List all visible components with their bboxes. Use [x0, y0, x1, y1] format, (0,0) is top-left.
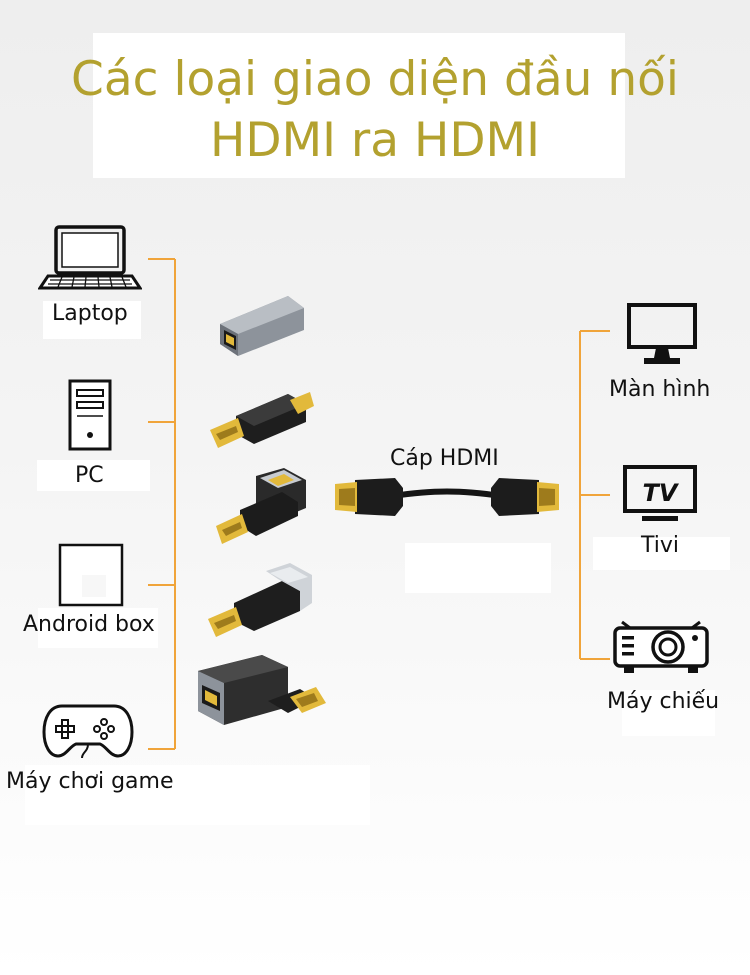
destination-label-monitor: Màn hình — [609, 377, 711, 402]
pc-label-background — [37, 460, 150, 491]
hdmi-l-shape-adapter-icon — [192, 651, 330, 733]
tv-label-background — [593, 537, 730, 570]
page-title-line2: HDMI ra HDMI — [210, 113, 540, 168]
android-box-label-background — [38, 608, 158, 648]
cable-label: Cáp HDMI — [390, 446, 499, 471]
page-title-line1: Các loại giao diện đầu nối — [71, 52, 679, 107]
source-bracket — [148, 258, 176, 750]
gamepad-icon — [42, 700, 134, 762]
destination-bracket — [579, 330, 610, 660]
android-box-icon — [58, 543, 124, 607]
laptop-label-background — [43, 301, 141, 339]
hdmi-angle-adapter-icon — [204, 563, 314, 639]
hdmi-cable-icon — [333, 472, 561, 522]
monitor-icon — [626, 302, 698, 368]
source-label-laptop: Laptop — [52, 301, 128, 326]
pc-tower-icon — [67, 378, 115, 452]
hdmi-female-coupler-icon — [212, 290, 308, 362]
title-background — [93, 33, 625, 178]
tv-icon: TV — [622, 464, 698, 526]
cable-caption-background — [405, 543, 551, 593]
projector-icon — [612, 618, 710, 676]
hdmi-vertical-angle-adapter-icon — [212, 466, 312, 548]
projector-label-background — [622, 690, 715, 736]
laptop-icon — [38, 222, 142, 292]
destination-label-projector: Máy chiếu — [607, 689, 720, 714]
source-label-game-console: Máy chơi game — [6, 769, 174, 794]
source-label-pc: PC — [75, 463, 104, 488]
source-label-android-box: Android box — [23, 612, 155, 637]
destination-label-tv: Tivi — [641, 533, 680, 558]
tv-icon-text: TV — [643, 479, 680, 507]
gamepad-label-background — [25, 765, 370, 825]
hdmi-male-to-female-adapter-icon — [206, 386, 316, 454]
